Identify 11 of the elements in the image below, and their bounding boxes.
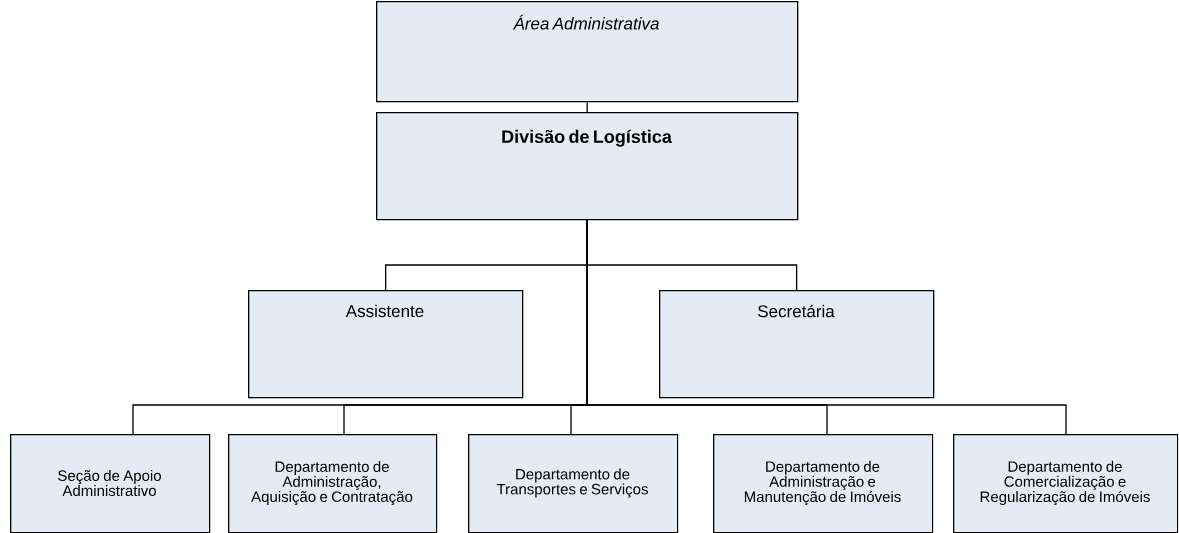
org-box: Seção de Apoio Administrativo <box>10 434 211 533</box>
org-box: Departamento de Comercialização e Regularização de Imóveis <box>953 434 1179 533</box>
org-box: Departamento de Administração, Aquisição e Contratação <box>228 434 438 533</box>
connector-line <box>586 219 1067 435</box>
org-box: Secretária <box>659 290 935 399</box>
connector-line <box>586 101 588 113</box>
org-box: Divisão de Logística <box>376 112 799 221</box>
org-box: Departamento de Transportes e Serviços <box>468 434 679 533</box>
org-box: Área Administrativa <box>376 1 799 103</box>
org-box: Assistente <box>248 290 524 399</box>
org-box: Departamento de Administração e Manutenção de Imóveis <box>713 434 934 533</box>
